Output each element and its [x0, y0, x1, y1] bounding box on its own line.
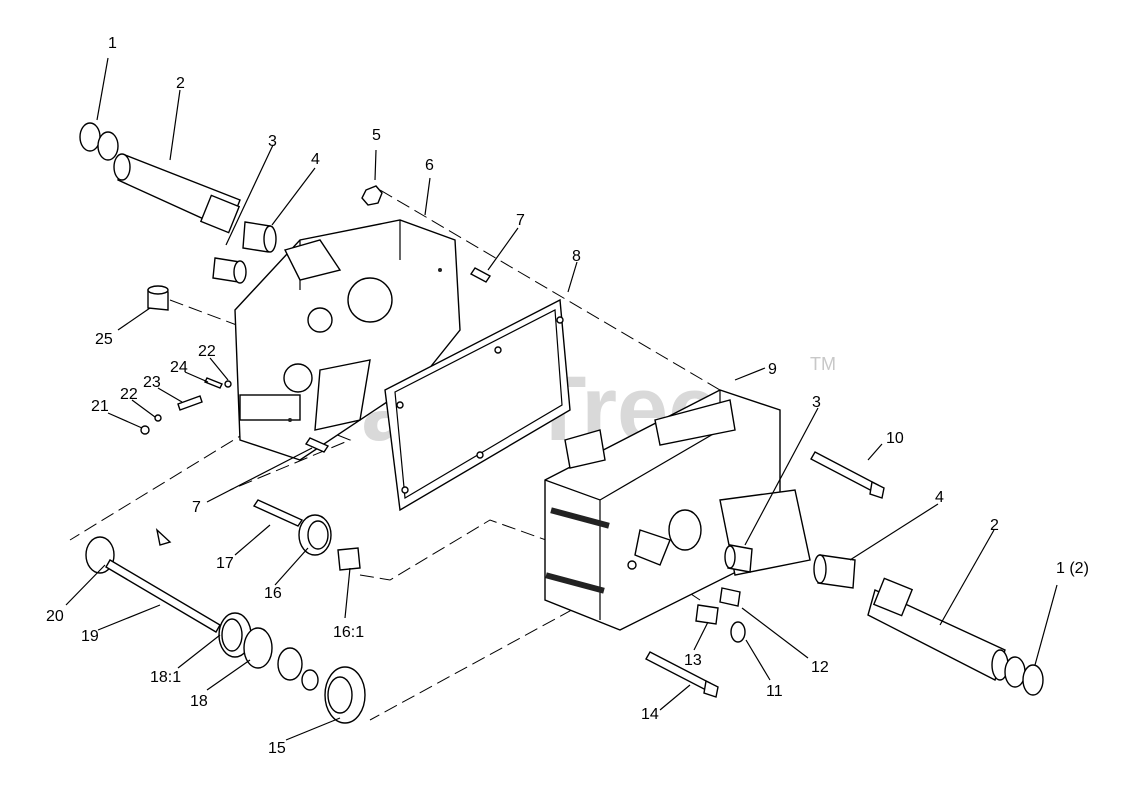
bushing-13	[695, 604, 719, 625]
axle-shaft-right	[867, 577, 1009, 681]
callout-24: 24	[170, 359, 188, 376]
callout-9: 9	[768, 361, 777, 378]
gear-18	[243, 627, 303, 681]
callout-3-right: 3	[812, 394, 821, 411]
bolt-top	[810, 451, 885, 499]
gasket	[384, 298, 571, 512]
callout-17: 17	[216, 555, 234, 572]
nut	[361, 185, 383, 206]
callout-18-1: 18:1	[150, 669, 181, 686]
callout-22-top: 22	[198, 343, 216, 360]
callout-7-top: 7	[516, 212, 525, 229]
callout-3: 3	[268, 133, 277, 150]
callout-4-right: 4	[935, 489, 944, 506]
callout-15: 15	[268, 740, 286, 757]
callout-22-bottom: 22	[120, 386, 138, 403]
bushings-right	[724, 544, 856, 589]
gear-18-1	[218, 612, 252, 658]
callout-16: 16	[264, 585, 282, 602]
callout-19: 19	[81, 628, 99, 645]
callout-23: 23	[143, 374, 161, 391]
callout-10: 10	[886, 430, 904, 447]
detent-parts	[140, 377, 232, 435]
watermark-trademark: TM	[810, 354, 836, 374]
callout-6: 6	[425, 157, 434, 174]
gear-16	[298, 514, 332, 556]
bushings-top	[212, 221, 277, 284]
washer-11	[730, 621, 746, 643]
callout-14: 14	[641, 706, 659, 723]
callout-13: 13	[684, 652, 702, 669]
bushing-25	[147, 285, 169, 311]
snap-ring-right	[1004, 656, 1044, 696]
housing-left	[234, 219, 461, 461]
bushing-12	[719, 587, 741, 607]
bolt-14	[645, 651, 719, 698]
leader-lines	[65, 57, 1058, 741]
callout-4: 4	[311, 151, 320, 168]
callout-18: 18	[190, 693, 208, 710]
shaft-17	[252, 499, 304, 527]
key	[155, 528, 172, 546]
pin-top	[469, 267, 492, 283]
callout-labels: 1 2 3 4 5 6 7 8 9 3 10 4 2 1 (2) 25 22 2…	[46, 35, 1089, 757]
shaft-19	[105, 559, 221, 633]
callout-2-right: 2	[990, 517, 999, 534]
gear-15	[301, 666, 366, 724]
callout-2: 2	[176, 75, 185, 92]
callout-11: 11	[766, 683, 783, 700]
snap-ring-left	[79, 122, 119, 161]
callout-21: 21	[91, 398, 109, 415]
callout-16-1: 16:1	[333, 624, 364, 641]
callout-7-bottom: 7	[192, 499, 201, 516]
callout-12: 12	[811, 659, 829, 676]
callout-8: 8	[572, 248, 581, 265]
callout-1-2: 1 (2)	[1056, 560, 1089, 577]
callout-5: 5	[372, 127, 381, 144]
callout-20: 20	[46, 608, 64, 625]
housing-right	[544, 389, 811, 631]
callout-25: 25	[95, 331, 113, 348]
callout-1: 1	[108, 35, 117, 52]
spacer-16-1	[337, 547, 361, 571]
axle-shaft-left	[113, 153, 241, 234]
pin-bottom	[304, 437, 330, 453]
